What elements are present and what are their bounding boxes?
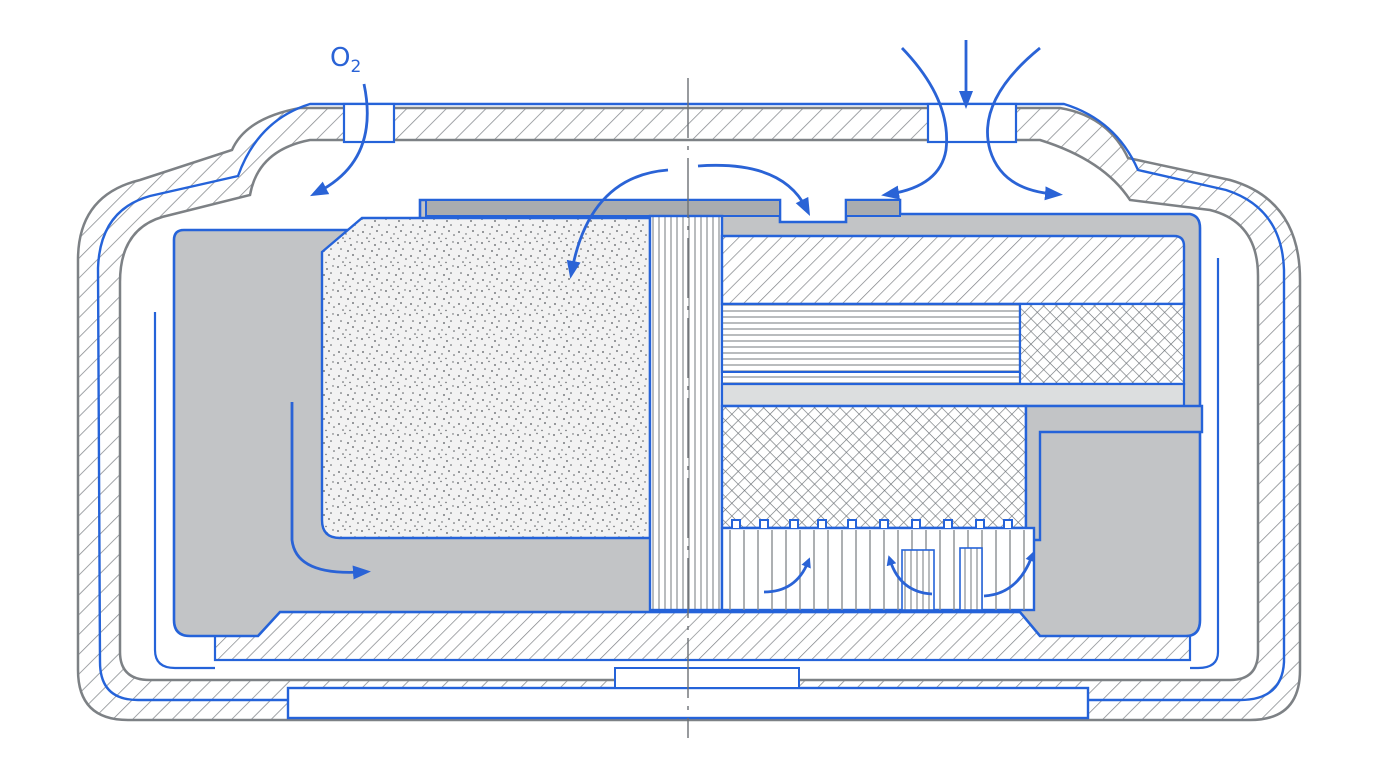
anode-comb-channels	[720, 519, 1036, 612]
mesh-block-lower	[720, 404, 1028, 530]
top-right-curve-arrow	[986, 46, 1063, 201]
hatched-upper-layer	[720, 234, 1186, 306]
porous-cathode-block	[320, 216, 652, 540]
left-chamber-down-arrow	[290, 402, 371, 580]
oxygen-label-main: O	[330, 43, 350, 73]
o2-inflow-arrow	[310, 83, 369, 197]
current-collector-band	[720, 382, 1186, 408]
comb-right-arrow	[983, 551, 1035, 598]
laminated-layer	[720, 302, 1022, 374]
oxygen-label-subscript: 2	[350, 57, 361, 77]
top-cap-strip-left	[425, 199, 781, 217]
separator-layer	[648, 214, 724, 612]
left-air-vent	[342, 102, 396, 144]
comb-left-arrow	[763, 557, 811, 594]
bottom-terminal-window	[614, 667, 800, 689]
right-inner-guide	[1190, 258, 1220, 670]
outer-casing	[76, 106, 1302, 722]
top-left-curve-arrow	[881, 47, 949, 200]
comb-middle-arrow	[886, 555, 933, 596]
casing-blue-outline	[96, 102, 1286, 702]
airflow-arrows	[290, 40, 1063, 598]
top-cap-strip-right	[845, 199, 901, 217]
oxygen-label: O2	[330, 43, 361, 77]
mesh-block-upper	[1018, 302, 1186, 386]
center-left-arrow	[566, 168, 669, 279]
center-right-arrow	[697, 163, 811, 217]
left-inner-guide	[153, 312, 215, 670]
